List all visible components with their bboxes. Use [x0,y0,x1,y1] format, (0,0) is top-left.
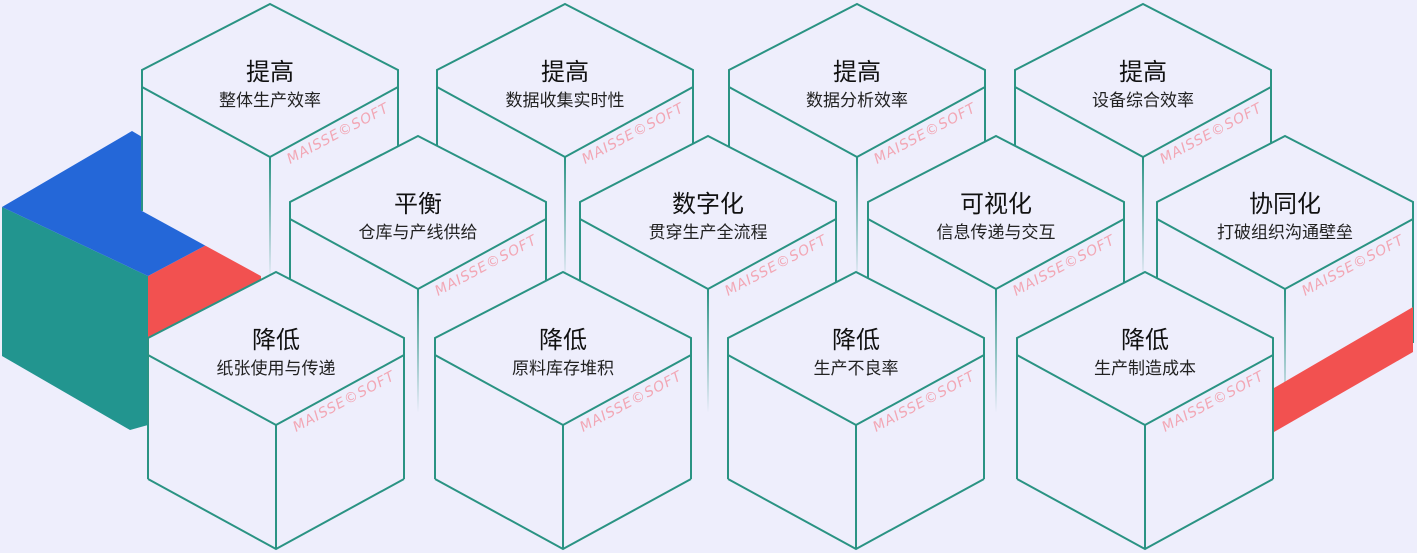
cube-title: 降低 [539,326,587,354]
cube-subtitle: 数据收集实时性 [506,91,625,111]
cube-title: 降低 [832,326,880,354]
solid-cube-left-face [2,207,148,430]
cube-grid: 提高整体生产效率MAISSE©SOFT提高数据收集实时性MAISSE©SOFT提… [141,2,1414,551]
cube-subtitle: 生产不良率 [814,359,899,379]
cube-subtitle: 设备综合效率 [1092,91,1194,111]
cube-subtitle: 原料库存堆积 [512,359,614,379]
cube-subtitle: 数据分析效率 [806,91,908,111]
cube-body [435,272,691,549]
cube-title: 数字化 [672,190,744,218]
cube-title: 可视化 [960,190,1032,218]
cube-subtitle: 整体生产效率 [219,91,321,111]
cube-subtitle: 信息传递与交互 [937,223,1056,243]
cube-title: 提高 [833,58,881,86]
cube-title: 提高 [246,58,294,86]
cube-body [728,272,984,549]
cube-title: 降低 [252,326,300,354]
cube-title: 降低 [1121,326,1169,354]
cube-body [1017,272,1273,549]
cube-title: 提高 [1119,58,1167,86]
cube-body [148,272,404,549]
cube-subtitle: 贯穿生产全流程 [649,223,768,243]
cube-subtitle: 仓库与产线供给 [359,223,478,243]
accent-red-band [1274,307,1413,432]
cube-title: 平衡 [394,190,442,218]
cube-subtitle: 纸张使用与传递 [217,358,336,379]
cube-subtitle: 生产制造成本 [1094,359,1196,379]
cube-subtitle: 打破组织沟通壁垒 [1217,223,1353,243]
cube-title: 协同化 [1249,190,1321,218]
cube-title: 提高 [541,58,589,86]
